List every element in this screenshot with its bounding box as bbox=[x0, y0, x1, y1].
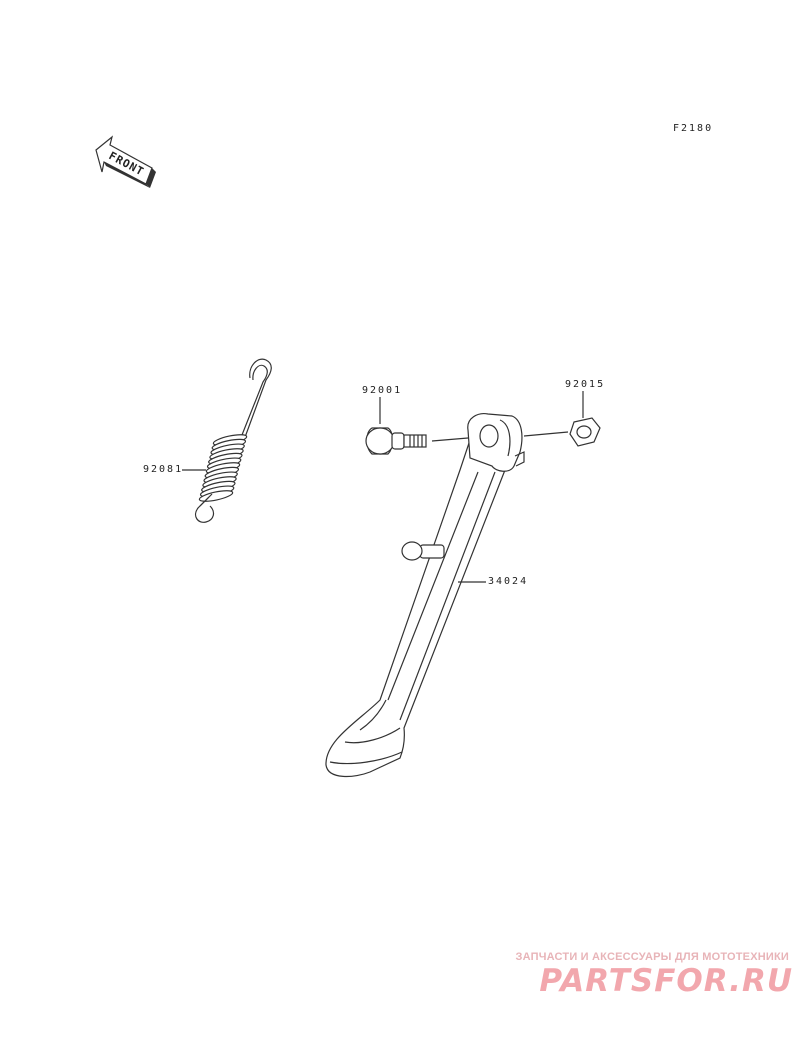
watermark-logo: PARTSFOR.RU bbox=[539, 963, 793, 999]
part-label-92001: 92001 bbox=[362, 385, 403, 396]
nut-part bbox=[569, 417, 601, 447]
assembly-line-nut bbox=[523, 431, 569, 437]
watermark-tagline: ЗАПЧАСТИ И АКСЕССУАРЫ ДЛЯ МОТОТЕХНИКИ bbox=[515, 951, 789, 963]
side-stand-part bbox=[325, 413, 525, 777]
pivot-bolt-part bbox=[365, 427, 427, 455]
part-label-92081: 92081 bbox=[143, 464, 184, 475]
diagram-code: F2180 bbox=[673, 123, 714, 134]
front-arrow-icon: FRONT bbox=[95, 135, 156, 188]
part-label-92015: 92015 bbox=[565, 379, 606, 390]
spring-part bbox=[194, 358, 272, 523]
part-label-34024: 34024 bbox=[488, 576, 529, 587]
